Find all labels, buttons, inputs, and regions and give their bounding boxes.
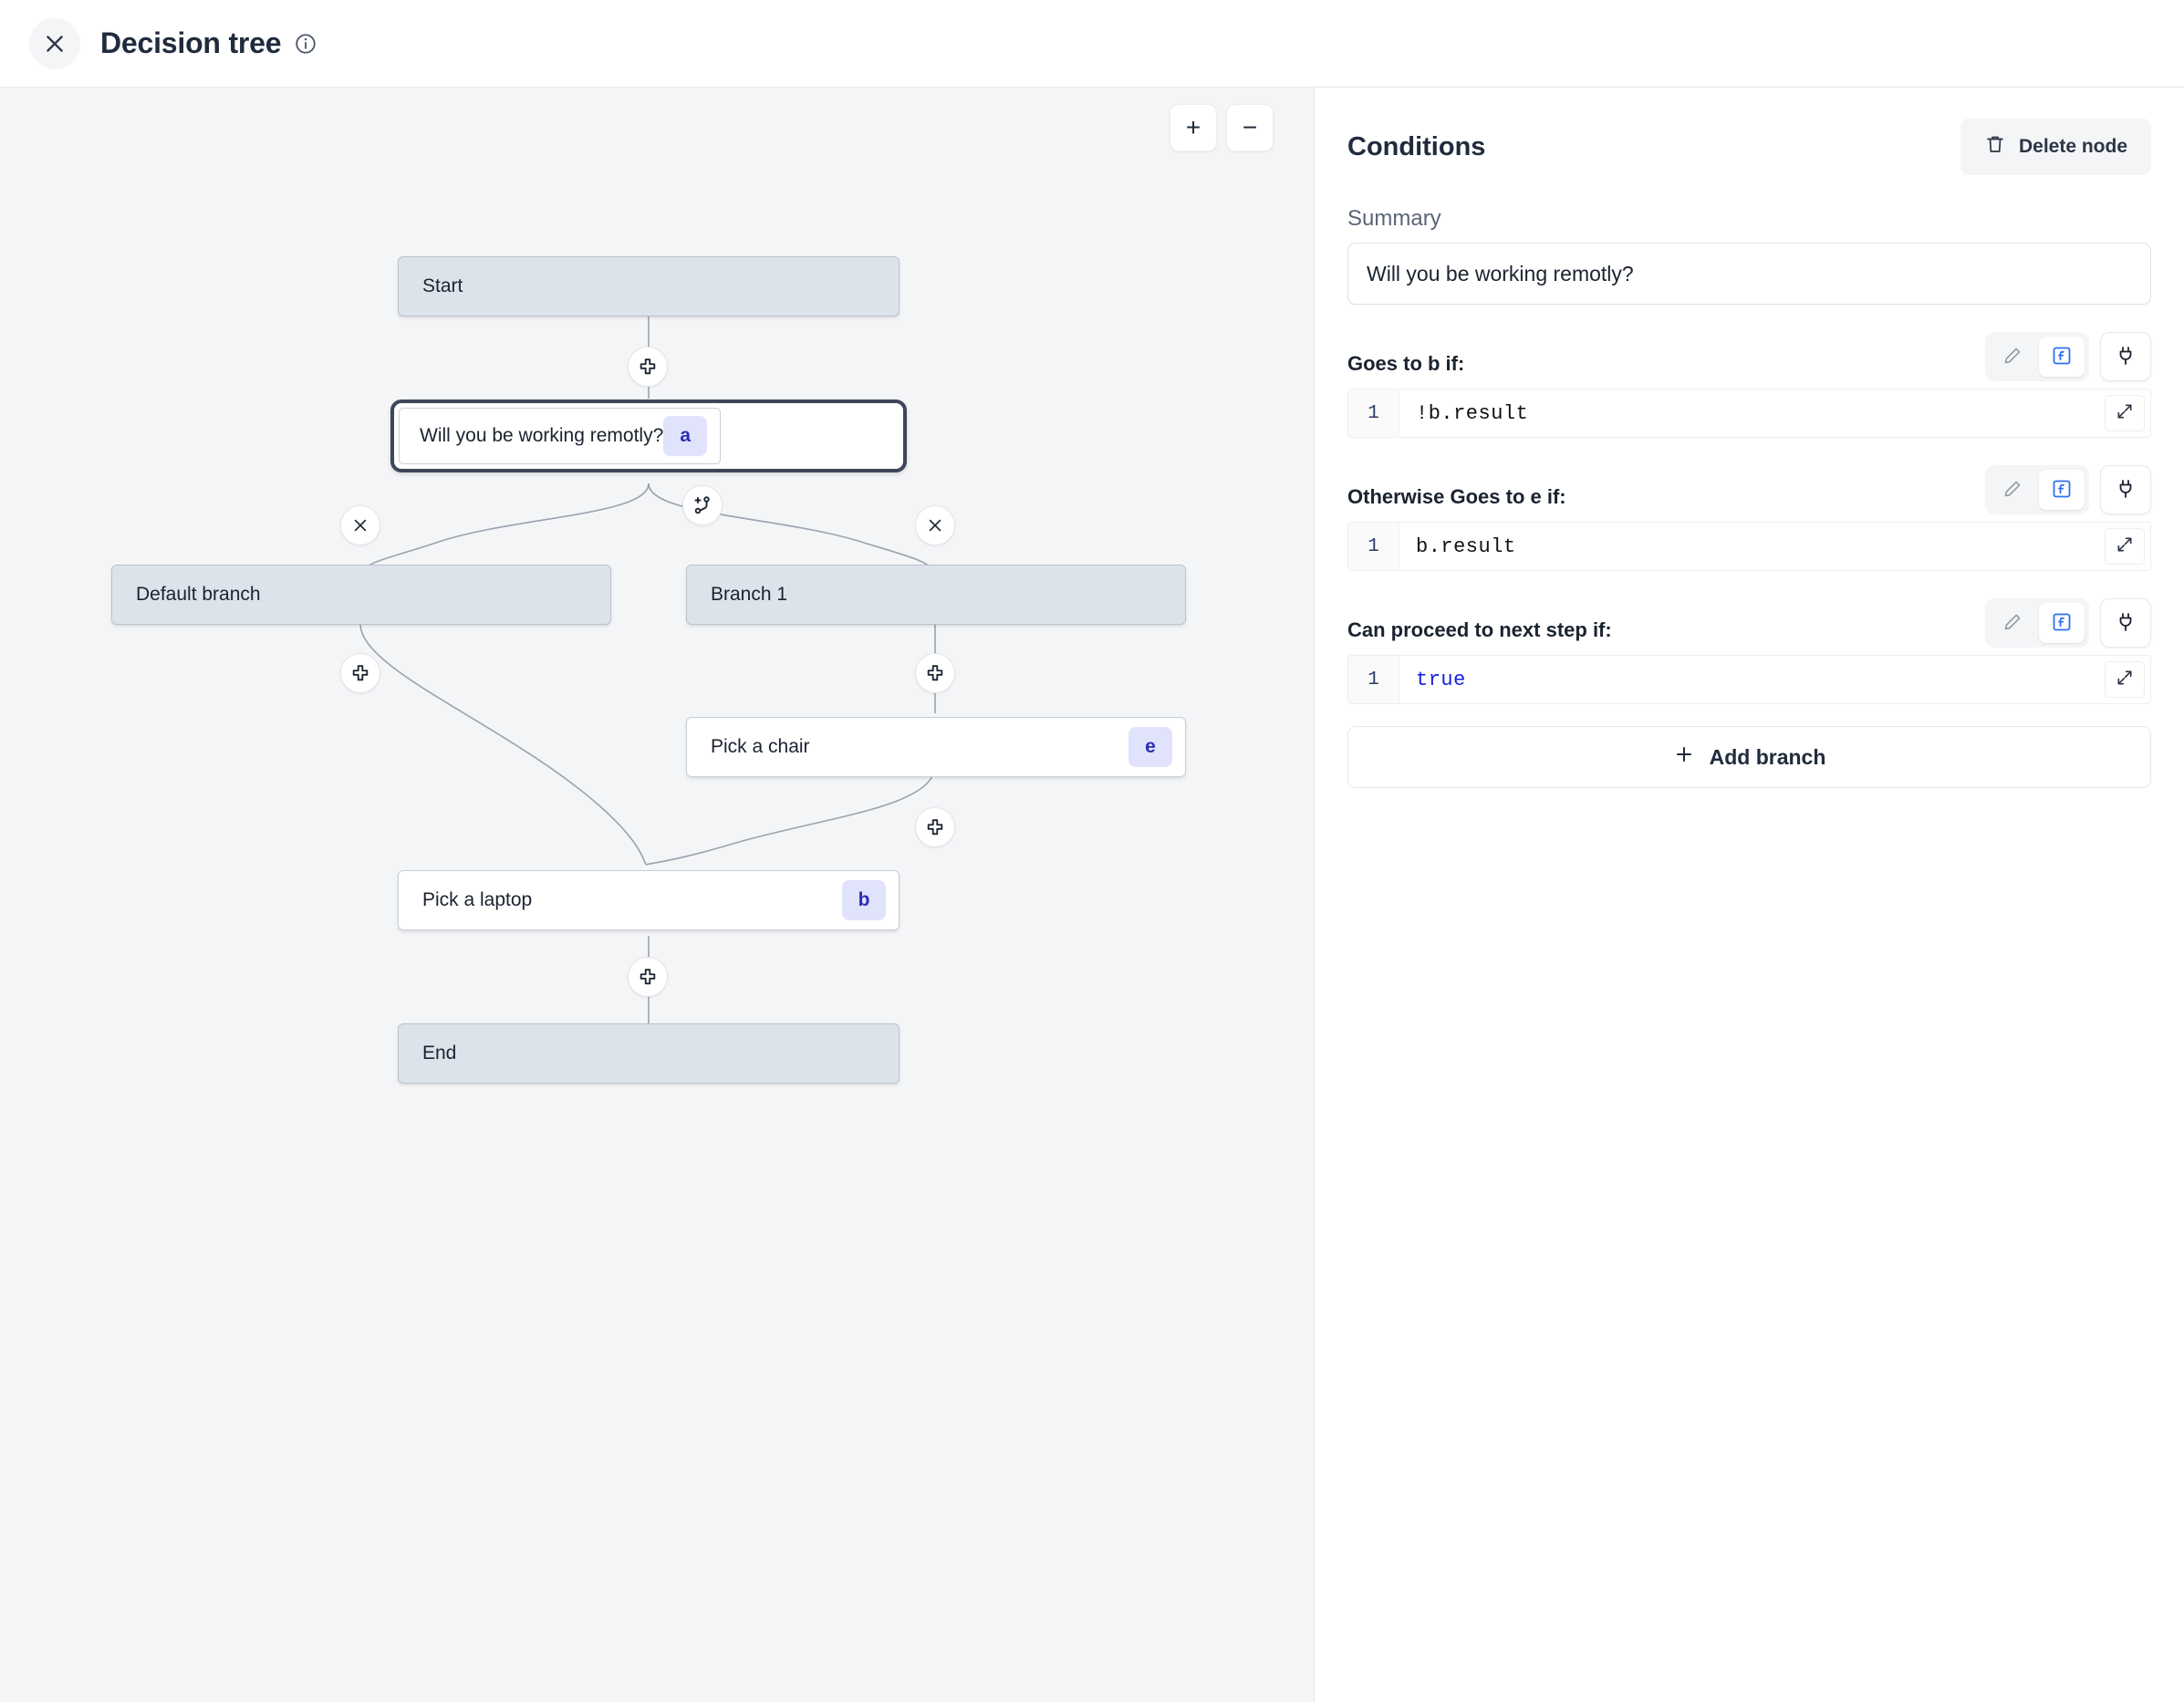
function-mode-button[interactable] xyxy=(2039,470,2085,510)
code-content[interactable]: !b.result xyxy=(1416,401,1529,425)
flow-node-default-branch[interactable]: Default branch xyxy=(111,565,611,625)
plug-icon xyxy=(2115,345,2137,369)
code-line-number: 1 xyxy=(1348,523,1399,570)
page-title: Decision tree xyxy=(100,26,282,59)
condition-row: Otherwise Goes to e if: xyxy=(1347,465,2151,514)
function-icon xyxy=(2051,345,2073,369)
delete-default-branch-button[interactable] xyxy=(340,505,380,545)
flow-node-label: End xyxy=(422,1043,457,1064)
body-row: + − xyxy=(0,88,2184,1702)
expand-icon xyxy=(2116,669,2134,691)
pencil-icon xyxy=(2002,479,2023,502)
close-icon xyxy=(43,32,67,56)
editor-mode-toggle xyxy=(1985,598,2089,648)
code-content[interactable]: b.result xyxy=(1416,534,1516,558)
condition-tools xyxy=(1985,598,2151,648)
add-step-after-chair-button[interactable] xyxy=(915,807,955,847)
pencil-icon xyxy=(2002,346,2023,368)
plus-icon xyxy=(1673,743,1695,771)
pencil-mode-button[interactable] xyxy=(1990,470,2035,510)
function-mode-button[interactable] xyxy=(2039,337,2085,377)
expand-icon xyxy=(2116,402,2134,425)
condition-label: Otherwise Goes to e if: xyxy=(1347,485,1566,508)
conditions-panel: Conditions Delete node Summary xyxy=(1315,88,2184,1702)
expand-editor-button[interactable] xyxy=(2105,395,2145,431)
flow-node-end[interactable]: End xyxy=(398,1023,900,1084)
add-branch-edge-button[interactable] xyxy=(682,485,723,525)
code-editor[interactable]: 1 true xyxy=(1347,655,2151,704)
expand-editor-button[interactable] xyxy=(2105,528,2145,565)
plug-button[interactable] xyxy=(2100,465,2151,514)
flow-node-badge: a xyxy=(663,416,708,456)
add-step-default-branch-button[interactable] xyxy=(340,653,380,693)
plug-icon xyxy=(2115,611,2137,636)
condition-label: Goes to b if: xyxy=(1347,352,1465,375)
add-branch-button[interactable]: Add branch xyxy=(1347,726,2151,788)
flow-node-label: Start xyxy=(422,275,463,296)
pencil-mode-button[interactable] xyxy=(1990,337,2035,377)
panel-header: Conditions Delete node xyxy=(1347,119,2151,175)
flow-node-a-inner: Will you be working remotly? a xyxy=(399,408,722,464)
delete-node-button[interactable]: Delete node xyxy=(1960,119,2151,175)
code-editor[interactable]: 1 !b.result xyxy=(1347,389,2151,438)
flow-node-badge: b xyxy=(842,880,886,920)
condition-row: Goes to b if: xyxy=(1347,332,2151,381)
info-icon[interactable] xyxy=(294,32,317,56)
zoom-controls: + − xyxy=(1170,104,1274,151)
flow-node-badge: e xyxy=(1128,727,1172,767)
flow-node-label: Will you be working remotly? xyxy=(420,425,664,446)
app-header: Decision tree xyxy=(0,0,2184,88)
code-line-number: 1 xyxy=(1348,656,1399,703)
add-step-branch-1-button[interactable] xyxy=(915,653,955,693)
summary-input[interactable] xyxy=(1347,243,2151,305)
trash-icon xyxy=(1984,133,2006,161)
add-branch-label: Add branch xyxy=(1709,744,1826,769)
delete-node-label: Delete node xyxy=(2018,136,2127,157)
function-icon xyxy=(2051,478,2073,503)
close-button[interactable] xyxy=(29,17,80,69)
title-wrap: Decision tree xyxy=(100,26,317,60)
function-icon xyxy=(2051,611,2073,636)
flow-node-e[interactable]: Pick a chair e xyxy=(686,717,1186,777)
add-step-before-end-button[interactable] xyxy=(628,957,668,997)
function-mode-button[interactable] xyxy=(2039,603,2085,643)
plug-button[interactable] xyxy=(2100,598,2151,648)
flow-node-label: Branch 1 xyxy=(711,584,788,605)
plug-button[interactable] xyxy=(2100,332,2151,381)
flow-node-branch-1[interactable]: Branch 1 xyxy=(686,565,1186,625)
flow-node-start[interactable]: Start xyxy=(398,256,900,317)
flow-node-label: Pick a chair xyxy=(711,736,810,757)
code-line-number: 1 xyxy=(1348,389,1399,437)
code-editor[interactable]: 1 b.result xyxy=(1347,522,2151,571)
add-step-after-start-button[interactable] xyxy=(628,347,668,387)
zoom-out-button[interactable]: − xyxy=(1226,104,1274,151)
pencil-mode-button[interactable] xyxy=(1990,603,2035,643)
zoom-in-button[interactable]: + xyxy=(1170,104,1217,151)
editor-mode-toggle xyxy=(1985,332,2089,381)
condition-tools xyxy=(1985,465,2151,514)
condition-tools xyxy=(1985,332,2151,381)
flow-node-label: Default branch xyxy=(136,584,261,605)
code-content[interactable]: true xyxy=(1416,668,1466,691)
editor-mode-toggle xyxy=(1985,465,2089,514)
expand-icon xyxy=(2116,535,2134,558)
flow-node-a[interactable]: Will you be working remotly? a xyxy=(390,400,907,472)
pencil-icon xyxy=(2002,612,2023,635)
condition-row: Can proceed to next step if: xyxy=(1347,598,2151,648)
expand-editor-button[interactable] xyxy=(2105,661,2145,698)
flow-node-b[interactable]: Pick a laptop b xyxy=(398,870,900,930)
condition-block-can-proceed: Can proceed to next step if: xyxy=(1347,598,2151,704)
condition-label: Can proceed to next step if: xyxy=(1347,618,1612,641)
flow-canvas[interactable]: + − xyxy=(0,88,1315,1702)
condition-block-otherwise-goes-to-e: Otherwise Goes to e if: xyxy=(1347,465,2151,571)
flow-node-label: Pick a laptop xyxy=(422,889,533,910)
summary-label: Summary xyxy=(1347,206,1441,231)
plug-icon xyxy=(2115,478,2137,503)
delete-branch-1-button[interactable] xyxy=(915,505,955,545)
panel-title: Conditions xyxy=(1347,131,1486,161)
condition-block-goes-to-b: Goes to b if: xyxy=(1347,332,2151,438)
